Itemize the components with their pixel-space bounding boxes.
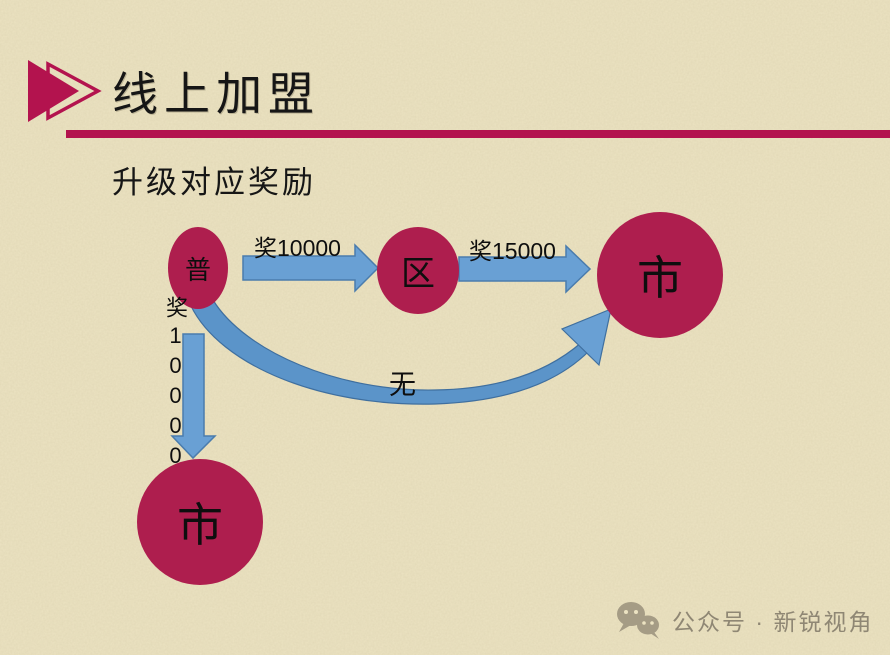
- edge-label-pu-to-shi-bottom: 奖10000: [163, 296, 188, 473]
- wechat-icon: [617, 602, 659, 639]
- node-shi-bottom: 市: [137, 459, 263, 585]
- node-shi-right-label: 市: [637, 252, 683, 304]
- node-shi-bottom-label: 市: [177, 499, 223, 551]
- node-qu: 区: [377, 227, 459, 314]
- edge-label-pu-to-qu: 奖10000: [254, 235, 341, 261]
- watermark-text: 公众号 · 新锐视角: [672, 609, 874, 635]
- edge-label-curve-none: 无: [389, 370, 416, 400]
- node-shi-right: 市: [597, 212, 723, 338]
- watermark: 公众号 · 新锐视角: [616, 600, 873, 640]
- edge-label-qu-to-shi-right: 奖15000: [469, 238, 556, 264]
- node-pu-label: 普: [184, 254, 211, 285]
- node-qu-label: 区: [401, 255, 435, 293]
